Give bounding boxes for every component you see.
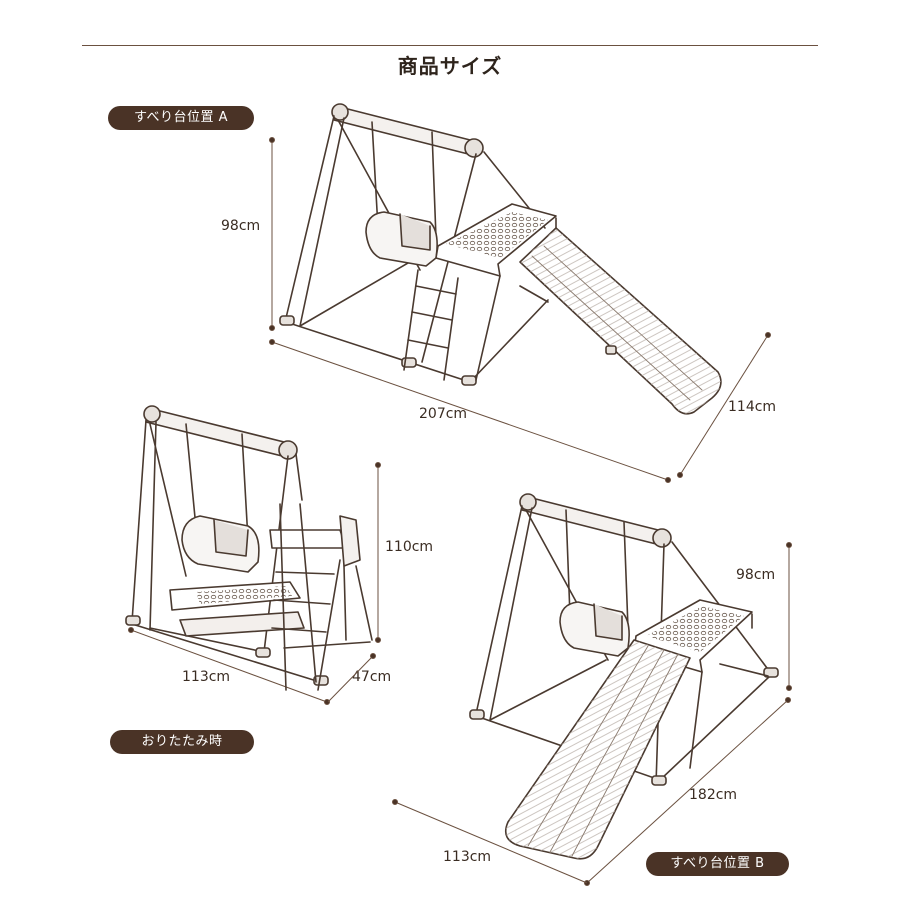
- label-position-b: すべり台位置 B: [646, 852, 789, 876]
- dim-folded-height: 110cm: [385, 539, 434, 555]
- dim-b-height: 98cm: [736, 567, 776, 583]
- swing-set-b: [469, 493, 779, 860]
- dim-b-length: 182cm: [689, 787, 738, 803]
- dim-a-height: 98cm: [221, 218, 261, 234]
- dim-a-length: 207cm: [419, 406, 468, 422]
- swing-set-a: [279, 103, 722, 415]
- measure-lines: [128, 137, 792, 886]
- page-title: 商品サイズ: [397, 54, 503, 78]
- dim-a-depth: 114cm: [728, 399, 777, 415]
- dim-folded-width: 113cm: [182, 669, 231, 685]
- dim-folded-depth: 47cm: [352, 669, 392, 685]
- swing-set-folded: [125, 405, 373, 691]
- dim-b-width: 113cm: [443, 849, 492, 865]
- header-divider: [82, 45, 818, 46]
- label-folded: おりたたみ時: [110, 730, 254, 754]
- label-position-a: すべり台位置 A: [108, 106, 254, 130]
